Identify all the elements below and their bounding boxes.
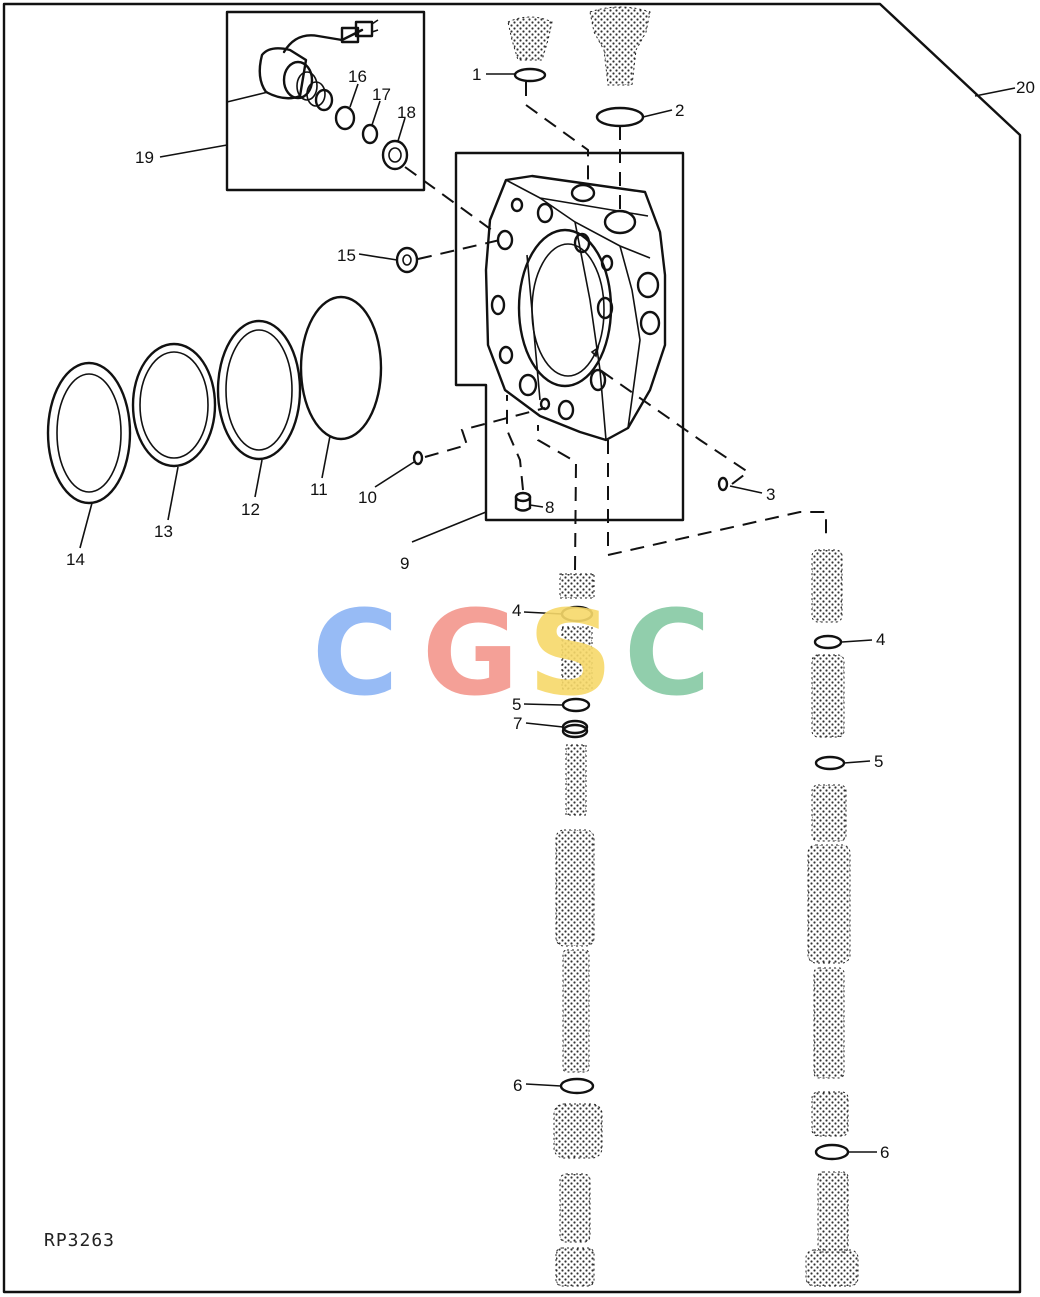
callout-20: 20 (1016, 78, 1035, 97)
callout-6-right: 6 (880, 1143, 889, 1162)
callout-13: 13 (154, 522, 173, 541)
callout-10: 10 (358, 488, 377, 507)
solenoid-valve (258, 19, 379, 112)
callout-6-left: 6 (513, 1076, 522, 1095)
callout-3: 3 (766, 485, 775, 504)
callout-8: 8 (545, 498, 554, 517)
watermark-letter-c2: C (624, 584, 711, 722)
seal-18 (381, 139, 409, 171)
o-ring-1 (513, 67, 547, 83)
housing-port-top-2 (603, 209, 637, 235)
o-ring-5-right (814, 755, 846, 771)
callout-7: 7 (513, 714, 522, 733)
watermark-letter-g: G (422, 584, 519, 722)
callout-17: 17 (372, 85, 391, 104)
o-ring-4-right (813, 634, 843, 650)
seal-ring-14 (46, 361, 132, 505)
callout-5-left: 5 (512, 695, 521, 714)
callout-18: 18 (397, 103, 416, 122)
valve-housing (484, 174, 667, 442)
watermark-cgsc: C G S C (312, 584, 711, 722)
valve-stack-right (805, 549, 859, 1287)
watermark-letter-s: S (528, 584, 613, 722)
callout-5-right: 5 (874, 752, 883, 771)
callout-11: 11 (310, 480, 328, 499)
washer-15 (395, 246, 419, 274)
callout-1: 1 (472, 65, 481, 84)
o-ring-2 (595, 106, 645, 128)
callout-12: 12 (241, 500, 260, 519)
plug-top-left (507, 16, 553, 61)
o-ring-6-right (814, 1143, 850, 1161)
callout-4-left: 4 (512, 601, 521, 620)
o-ring-3 (717, 476, 729, 492)
callout-15: 15 (337, 246, 356, 265)
watermark-letter-c1: C (312, 584, 399, 722)
o-ring-10 (412, 450, 424, 466)
solenoid-inset-frame (225, 10, 426, 192)
solenoid-inset (225, 10, 426, 192)
callout-9: 9 (400, 554, 409, 573)
leader-lines (79, 73, 1016, 1153)
callout-14: 14 (66, 550, 85, 569)
plug-top-right (589, 6, 651, 86)
housing-callout-box (454, 151, 685, 522)
plug-8 (514, 491, 532, 512)
seal-ring-13 (131, 342, 217, 468)
valve-stack-left (553, 573, 603, 1287)
o-ring-16 (334, 105, 356, 131)
callout-16: 16 (348, 67, 367, 86)
housing-bolt-holes (490, 197, 614, 421)
seal-ring-12 (216, 319, 302, 461)
callout-19: 19 (135, 148, 154, 167)
spring-7 (561, 719, 589, 739)
o-ring-6-left (559, 1077, 595, 1095)
seal-ring-11 (299, 295, 383, 441)
housing-port-top-1 (570, 183, 596, 203)
callout-4-right: 4 (876, 630, 885, 649)
housing-port-side-2 (639, 310, 661, 336)
callout-2: 2 (675, 101, 684, 120)
o-ring-5-left (561, 697, 591, 713)
o-ring-17 (361, 123, 379, 145)
alignment-lines (404, 82, 827, 571)
callout-labels: 1 2 3 4 4 5 5 6 6 7 8 9 10 11 12 13 14 1… (66, 65, 1035, 1162)
figure-reference: RP3263 (44, 1230, 115, 1251)
housing-port-side-1 (636, 271, 660, 299)
outer-frame (2, 2, 1022, 1294)
